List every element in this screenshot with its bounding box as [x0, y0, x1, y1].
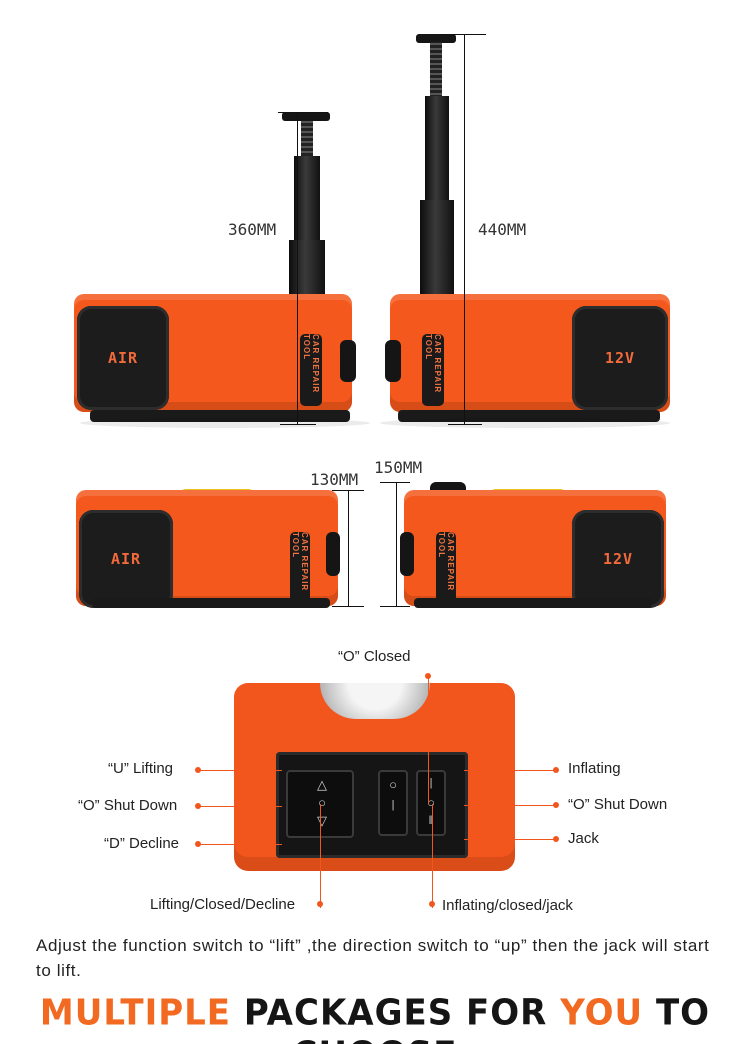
dimension-line — [396, 482, 397, 606]
dimension-line — [464, 34, 465, 425]
dimension-line — [348, 490, 349, 606]
callout-dot — [553, 767, 559, 773]
lift-saddle — [416, 34, 456, 43]
callout-dot — [195, 767, 201, 773]
air-label: AIR — [107, 349, 139, 367]
voltage-label: 12V — [602, 550, 634, 568]
dimension-line — [297, 112, 298, 425]
jack-base — [414, 598, 652, 608]
callout-leader — [464, 805, 554, 806]
release-knob — [326, 532, 340, 576]
double-line-icon: ‖ — [428, 813, 434, 827]
brand-plate: CAR REPAIR TOOL — [436, 532, 456, 602]
pressure-gauge — [320, 683, 430, 719]
callout-dot — [429, 901, 435, 907]
callout-dot — [553, 802, 559, 808]
lift-screw — [430, 42, 442, 98]
dimension-label-150: 150MM — [374, 458, 423, 477]
jack-base — [92, 598, 330, 608]
callout-leader — [200, 806, 282, 807]
callout-dot — [553, 836, 559, 842]
callout-function-switch: Inflating/closed/jack — [442, 897, 573, 914]
brand-plate: CAR REPAIR TOOL — [422, 334, 444, 406]
dimension-line — [380, 606, 410, 607]
release-knob — [385, 340, 401, 382]
dimension-line — [380, 482, 410, 483]
lift-saddle — [282, 112, 330, 121]
headline-packages-for: PACKAGES FOR — [243, 992, 548, 1034]
release-knob — [340, 340, 356, 382]
instruction-text: Adjust the function switch to “lift” ,th… — [36, 936, 710, 980]
callout-inflating: Inflating — [568, 760, 621, 777]
callout-lifting: “U” Lifting — [108, 760, 174, 777]
off-circle-icon: ○ — [318, 795, 326, 810]
jack-base — [398, 410, 660, 422]
floor-shadow — [80, 418, 370, 428]
battery-cover: 12V — [572, 306, 668, 410]
lift-ram — [425, 96, 449, 204]
callout-closed: “O” Closed — [338, 648, 411, 665]
callout-dot — [317, 901, 323, 907]
dimension-label-360: 360MM — [228, 220, 277, 239]
off-circle-icon: ○ — [427, 795, 435, 810]
callout-leader — [200, 844, 282, 845]
down-triangle-icon: ▽ — [317, 813, 327, 828]
callout-leader — [200, 770, 282, 771]
callout-leader — [320, 804, 321, 908]
lift-screw — [301, 118, 313, 156]
callout-direction-switch: Lifting/Closed/Decline — [150, 896, 296, 913]
callout-leader — [464, 839, 554, 840]
jack-base — [90, 410, 350, 422]
dimension-line — [280, 424, 316, 425]
callout-dot — [195, 803, 201, 809]
dimension-line — [448, 424, 482, 425]
function-switch — [416, 770, 446, 836]
callout-decline: “D” Decline — [104, 835, 180, 852]
brand-plate: CAR REPAIR TOOL — [290, 532, 310, 602]
lift-cylinder — [420, 200, 454, 304]
dimension-line — [278, 112, 328, 113]
callout-dot — [195, 841, 201, 847]
up-triangle-icon: △ — [317, 777, 327, 792]
on-line-icon: | — [429, 777, 433, 789]
callout-shut-down-right: “O” Shut Down — [568, 796, 668, 813]
promo-headline: MULTIPLE PACKAGES FOR YOU TO CHOOSE — [0, 992, 750, 1044]
air-compressor-cover: AIR — [79, 510, 173, 608]
voltage-label: 12V — [604, 349, 636, 367]
brand-plate: CAR REPAIR TOOL — [300, 334, 322, 406]
headline-you: YOU — [560, 992, 644, 1034]
callout-jack: Jack — [568, 830, 599, 847]
power-switch — [378, 770, 408, 836]
air-label: AIR — [110, 550, 142, 568]
air-compressor-cover: AIR — [77, 306, 169, 410]
off-circle-icon: ○ — [389, 777, 397, 792]
lift-ram — [294, 156, 320, 242]
callout-leader — [464, 770, 554, 771]
dimension-line — [332, 606, 364, 607]
headline-to-choose: TO CHOOSE — [293, 992, 711, 1044]
dimension-line — [440, 34, 486, 35]
floor-shadow — [380, 418, 670, 428]
dimension-label-130: 130MM — [310, 470, 359, 489]
callout-shut-down-left: “O” Shut Down — [78, 797, 178, 814]
headline-multiple: MULTIPLE — [39, 992, 232, 1034]
on-line-icon: | — [391, 799, 395, 811]
release-knob — [400, 532, 414, 576]
callout-leader — [432, 804, 433, 908]
callout-leader — [428, 676, 429, 804]
battery-cover: 12V — [572, 510, 664, 608]
dimension-label-440: 440MM — [478, 220, 527, 239]
